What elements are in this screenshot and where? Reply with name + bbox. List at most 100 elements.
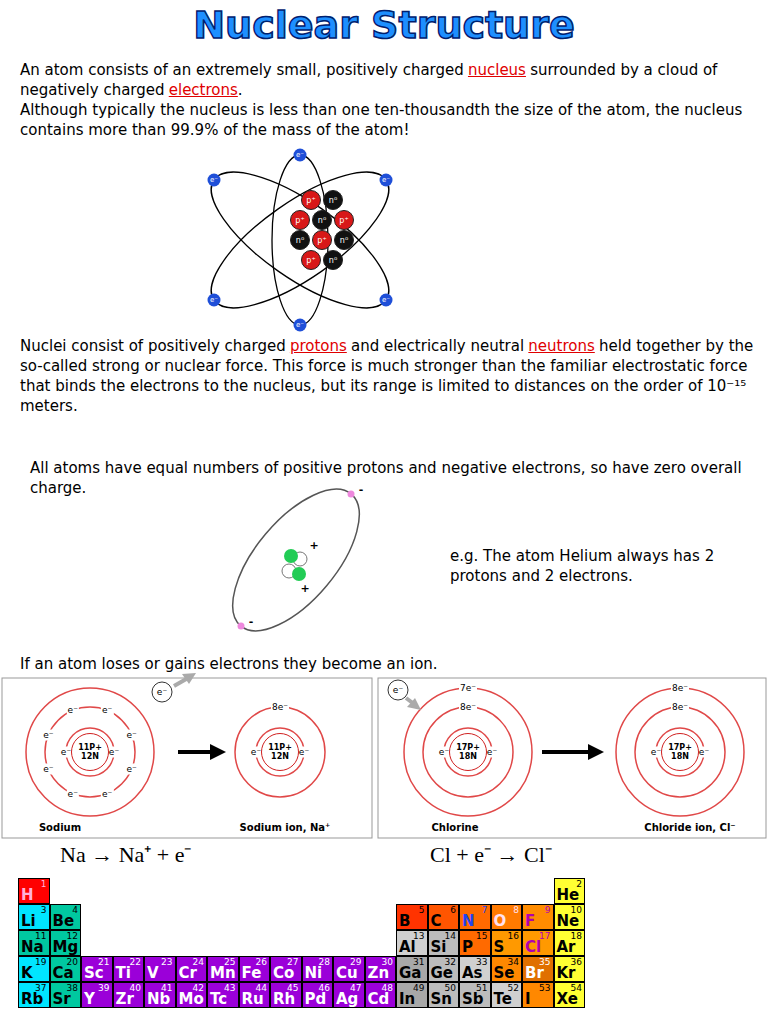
element-symbol: Ar: [557, 939, 576, 955]
element-cell: 38Sr: [50, 982, 82, 1008]
charge-sign: -: [359, 484, 364, 496]
element-cell: 35Br: [522, 956, 554, 982]
electron-label: e⁻: [67, 705, 79, 716]
element-cell: 20Ca: [50, 956, 82, 982]
atomic-number: 19: [35, 957, 46, 967]
element-cell: 27Co: [270, 956, 302, 982]
atomic-number: 7: [482, 905, 488, 915]
shell-count: 8e⁻: [271, 702, 289, 713]
element-cell: 37Rb: [18, 982, 50, 1008]
element-symbol: Ga: [399, 965, 421, 981]
element-symbol: Co: [273, 965, 294, 981]
atomic-number: 23: [161, 957, 172, 967]
atomic-number: 5: [419, 905, 425, 915]
nucleus-label: 17P+ 18N: [455, 743, 481, 761]
page-title: Nuclear Structure: [0, 0, 768, 50]
electron-label: e⁻: [125, 729, 137, 740]
atomic-number: 8: [513, 905, 519, 915]
element-symbol: C: [431, 913, 442, 929]
atomic-number: 6: [450, 905, 456, 915]
body-text: If an atom loses or gains electrons they…: [20, 655, 438, 673]
element-cell: 19K: [18, 956, 50, 982]
electron-label: e⁻: [67, 788, 79, 799]
element-cell: 7N: [459, 904, 491, 930]
neutron: n⁰: [312, 210, 332, 230]
element-cell: 16S: [491, 930, 523, 956]
electron-label: e⁻: [125, 764, 137, 775]
element-symbol: V: [147, 965, 159, 981]
nucleus-circle: 17P+ 18N: [449, 733, 487, 771]
element-symbol: Cu: [336, 965, 358, 981]
shell-count: 7e⁻: [459, 683, 477, 694]
proton: p⁺: [301, 190, 321, 210]
shell-count: 8e⁻: [671, 702, 689, 713]
body-text: All atoms have equal numbers of positive…: [30, 459, 742, 497]
neutron: n⁰: [323, 190, 343, 210]
element-cell: 41Nb: [144, 982, 176, 1008]
element-symbol: O: [494, 913, 507, 929]
electron-shells: [26, 688, 744, 816]
atomic-number: 22: [130, 957, 141, 967]
element-symbol: Ti: [116, 965, 131, 981]
element-symbol: Nb: [147, 991, 170, 1007]
element-symbol: Ru: [242, 991, 264, 1007]
neutron: n⁰: [334, 230, 354, 250]
proton: p⁺: [290, 210, 310, 230]
element-symbol: Cr: [179, 965, 197, 981]
diagram-caption: Chloride ion, Cl⁻: [642, 822, 737, 834]
element-symbol: As: [462, 965, 483, 981]
element-symbol: S: [494, 939, 505, 955]
body-text: An atom consists of an extremely small, …: [20, 61, 464, 79]
element-cell: 9F: [522, 904, 554, 930]
transfer-arrows: [152, 673, 604, 760]
element-cell: 15P: [459, 930, 491, 956]
paragraph: Nuclei consist of positively chargedprot…: [20, 336, 755, 416]
element-symbol: K: [21, 965, 33, 981]
element-cell: 22Ti: [113, 956, 145, 982]
neutron: n⁰: [323, 250, 343, 270]
element-symbol: He: [557, 887, 580, 903]
equation: Na → Na⁺ + e⁻: [60, 842, 191, 868]
element-symbol: Cd: [368, 991, 390, 1007]
element-cell: 24Cr: [176, 956, 208, 982]
element-symbol: B: [399, 913, 410, 929]
element-cell: 21Sc: [81, 956, 113, 982]
element-symbol: Xe: [557, 991, 578, 1007]
element-cell: 52Te: [491, 982, 523, 1008]
element-cell: 34Se: [491, 956, 523, 982]
element-cell: 54Xe: [554, 982, 586, 1008]
electron-label: e⁻: [698, 747, 710, 758]
element-symbol: Te: [494, 991, 512, 1007]
key-term: electrons: [169, 81, 238, 99]
element-symbol: Mo: [179, 991, 204, 1007]
element-cell: 29Cu: [333, 956, 365, 982]
element-cell: 10Ne: [554, 904, 586, 930]
element-symbol: Sc: [84, 965, 104, 981]
element-symbol: Ni: [305, 965, 323, 981]
element-cell: 5B: [396, 904, 428, 930]
body-text: .: [238, 81, 243, 99]
element-symbol: Si: [431, 939, 447, 955]
electron-dot: e⁻: [294, 149, 307, 162]
nucleus-label: 11P+ 12N: [267, 743, 293, 761]
element-cell: 46Pd: [302, 982, 334, 1008]
element-symbol: Zn: [368, 965, 390, 981]
diagram-caption: Sodium ion, Na⁺: [238, 822, 333, 834]
electron-label: e⁻: [42, 729, 54, 740]
element-symbol: I: [525, 991, 531, 1007]
electron-label: e⁻: [42, 764, 54, 775]
element-symbol: Ge: [431, 965, 454, 981]
element-cell: 53I: [522, 982, 554, 1008]
element-symbol: Pd: [305, 991, 327, 1007]
element-cell: 39Y: [81, 982, 113, 1008]
element-symbol: F: [525, 913, 535, 929]
key-term: neutrons: [528, 337, 594, 355]
body-text: e.g. The atom Helium always has 2 proton…: [450, 547, 714, 585]
atomic-number: 53: [539, 983, 550, 993]
proton: p⁺: [312, 230, 332, 250]
element-cell: 26Fe: [239, 956, 271, 982]
element-cell: 23V: [144, 956, 176, 982]
element-symbol: P: [462, 939, 473, 955]
element-cell: 49In: [396, 982, 428, 1008]
charge-sign: +: [300, 583, 309, 595]
